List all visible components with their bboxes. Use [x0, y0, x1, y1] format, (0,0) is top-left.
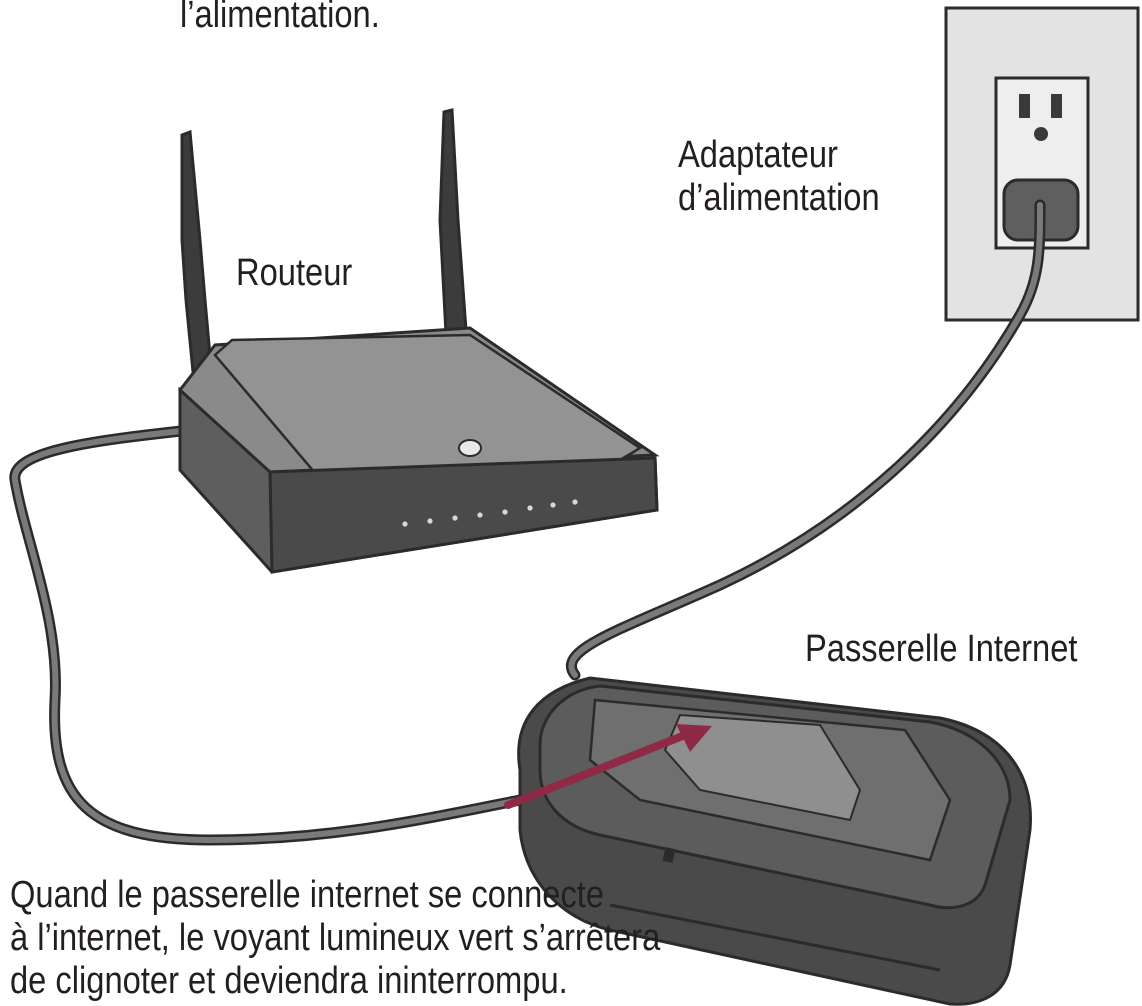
- caption-line: à l’internet, le voyant lumineux vert s’…: [10, 917, 661, 959]
- label-power-instruction-partial: l’alimentation.: [180, 0, 380, 36]
- caption-status-light: Quand le passerelle internet se connecte…: [10, 874, 660, 1003]
- wall-outlet: [944, 6, 1140, 322]
- router-button: [458, 439, 482, 457]
- label-power-adapter: Adaptateur d’alimentation: [678, 134, 880, 220]
- outlet-slot-left: [1019, 94, 1030, 118]
- gateway-slot-front: [609, 903, 941, 972]
- caption-line: Quand le passerelle internet se connecte: [10, 874, 605, 916]
- outlet-slot-right: [1051, 94, 1062, 118]
- gateway-port: [662, 847, 676, 863]
- status-light-arrow: [504, 724, 712, 809]
- power-cable-fill: [568, 202, 1043, 678]
- caption-line: de clignoter et deviendra ininterrompu.: [10, 960, 568, 1002]
- ethernet-cable-fill: [11, 427, 523, 844]
- gateway-screen: [663, 713, 862, 822]
- label-power-adapter-line: d’alimentation: [678, 177, 880, 219]
- router-front: [268, 456, 659, 574]
- label-router: Routeur: [236, 252, 353, 294]
- router-antenna-right: [438, 108, 468, 336]
- router: [177, 108, 660, 574]
- router-antenna-left: [180, 129, 214, 384]
- label-internet-gateway: Passerelle Internet: [805, 628, 1078, 670]
- outlet-ground-hole: [1034, 127, 1048, 141]
- label-power-adapter-line: Adaptateur: [678, 134, 838, 176]
- router-leds: [402, 499, 578, 527]
